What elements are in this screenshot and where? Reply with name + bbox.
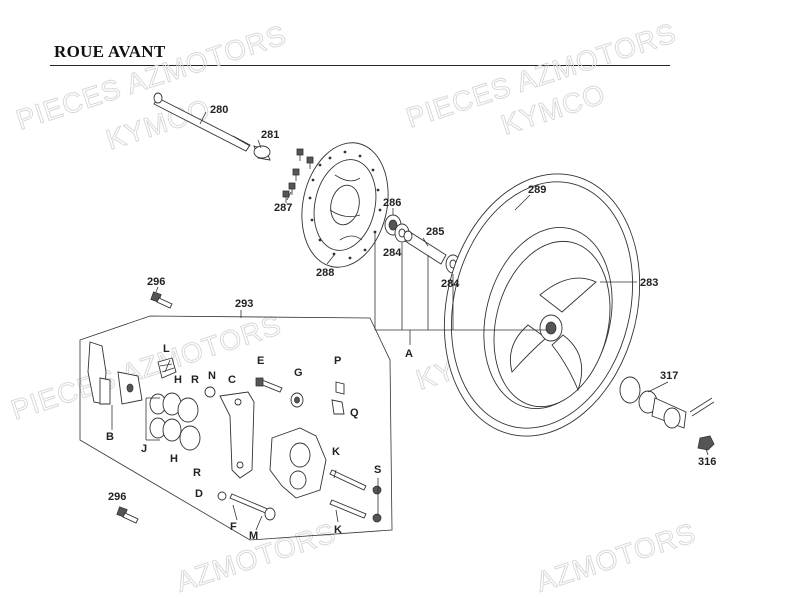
callout-label: F <box>230 521 237 533</box>
caliper-bolt-296-bottom <box>116 506 139 524</box>
callout-label: 281 <box>261 129 279 141</box>
callout-label: 280 <box>210 104 228 116</box>
diagram-title: ROUE AVANT <box>54 42 166 61</box>
slide-pin-K-top <box>329 469 382 495</box>
callout-label: 286 <box>383 197 401 209</box>
callout-label: H <box>174 374 182 386</box>
washer-D <box>217 491 227 501</box>
callout-label: C <box>228 374 236 386</box>
disc-bolts-287 <box>282 148 314 203</box>
spacer-281 <box>253 145 271 161</box>
group-bracket-A <box>374 232 548 345</box>
callout-label: K <box>332 446 340 458</box>
axle-nut-316 <box>697 435 715 451</box>
front-wheel-283 <box>443 173 641 437</box>
speedometer-gear-317 <box>619 376 715 429</box>
callout-label: J <box>141 443 147 455</box>
brake-disc-288 <box>301 142 389 268</box>
callout-label: S <box>374 464 381 476</box>
callout-label: H <box>170 453 178 465</box>
caliper-bolt-E <box>255 377 283 393</box>
caliper-body <box>269 427 327 499</box>
bleed-pin-N <box>204 386 216 398</box>
callout-label: E <box>257 355 264 367</box>
callout-label: 288 <box>316 267 334 279</box>
callout-label: G <box>294 367 303 379</box>
callout-label: 284 <box>441 278 460 290</box>
callout-label: 316 <box>698 456 716 468</box>
boot-G <box>290 392 304 408</box>
callout-label: 317 <box>660 370 678 382</box>
callout-label: R <box>193 467 201 479</box>
callout-label: A <box>405 348 413 360</box>
axle-280 <box>153 92 251 152</box>
leader-lines <box>111 111 709 531</box>
bolt-F-M <box>229 493 276 521</box>
brake-pads-B <box>87 341 143 405</box>
bleeder-screw-P <box>335 381 345 395</box>
caliper-bracket-C <box>219 391 255 479</box>
callout-label: M <box>249 530 258 542</box>
callout-label: L <box>163 343 170 355</box>
callout-label: 296 <box>108 491 126 503</box>
callout-label: P <box>334 355 341 367</box>
callout-label: R <box>191 374 199 386</box>
callout-label: D <box>195 488 203 500</box>
callout-label: 287 <box>274 202 292 214</box>
bleeder-cap-Q <box>331 399 345 415</box>
callout-label: K <box>334 524 342 536</box>
callout-label: N <box>208 370 216 382</box>
title-underline <box>50 65 670 66</box>
callout-label: 284 <box>383 247 402 259</box>
callout-label: 285 <box>426 226 444 238</box>
callout-labels: 280 281 287 288 286 284 285 284 289 283 … <box>106 104 716 542</box>
callout-label: 293 <box>235 298 253 310</box>
caliper-assembly-293-outline <box>79 315 393 541</box>
spacer-tube-285 <box>403 230 447 265</box>
caliper-bolt-296-top <box>150 291 173 309</box>
slide-pin-K-bottom <box>329 499 382 523</box>
callout-label: 296 <box>147 276 165 288</box>
caliper-pistons-H-R <box>149 392 201 451</box>
watermark-text: AZMOTORS <box>532 517 700 598</box>
callout-label: 289 <box>528 184 546 196</box>
callout-label: 283 <box>640 277 658 289</box>
callout-label: Q <box>350 407 359 419</box>
callout-label: B <box>106 431 114 443</box>
